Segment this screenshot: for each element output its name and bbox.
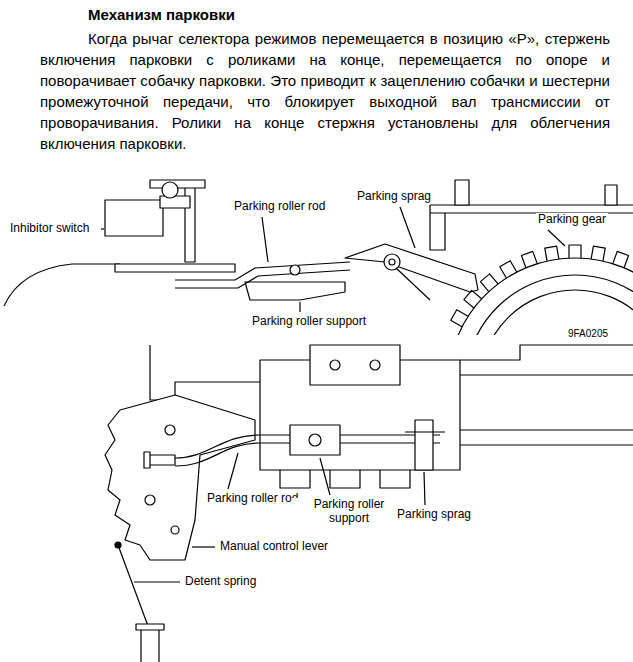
gear-tooth: [500, 261, 517, 278]
heading: Механизм парковки: [88, 6, 235, 24]
part-label: Detent spring: [183, 575, 258, 589]
gear-ring: [480, 290, 633, 335]
housing-outline: [150, 345, 260, 400]
leader-line: [262, 217, 268, 262]
hole: [145, 495, 155, 505]
leader-line: [134, 581, 180, 582]
part-label: Inhibitor switch: [8, 222, 91, 236]
bolt: [144, 452, 175, 468]
gear-tooth: [464, 290, 482, 308]
sprag-pivot: [384, 254, 400, 270]
housing-outline: [4, 264, 120, 306]
roller: [309, 434, 321, 446]
leader-line: [424, 472, 425, 505]
gear-tooth: [451, 310, 468, 327]
hole: [171, 526, 179, 534]
parking-gear: [448, 245, 633, 335]
part-label: Parking roller support: [250, 315, 368, 329]
bolt: [136, 624, 164, 662]
inhibitor-switch: [105, 200, 163, 236]
body-text: Когда рычаг селектора режимов перемещает…: [40, 28, 610, 154]
gear-tooth: [480, 274, 498, 292]
base-plate: [115, 264, 235, 272]
roller-support: [290, 425, 340, 455]
part-label: Parking sprag: [355, 190, 433, 204]
part-label: Parking sprag: [395, 508, 473, 522]
parking-sprag: [415, 420, 433, 470]
roller-support: [245, 282, 345, 300]
part-label: Manual control lever: [218, 540, 330, 554]
part-label: Parking roller rod: [232, 200, 327, 214]
roller: [290, 265, 300, 275]
bolt: [455, 180, 469, 205]
hole: [330, 360, 340, 370]
switch-knob: [162, 182, 178, 198]
gear-tooth: [521, 251, 537, 267]
housing-outline: [460, 345, 633, 445]
sprag-spring: [396, 268, 430, 300]
hole: [370, 360, 380, 370]
sprag-pivot: [389, 259, 395, 265]
manual-control-lever: [105, 395, 255, 560]
top-bracket: [430, 205, 633, 250]
leader-line: [548, 230, 565, 246]
part-label: Parking roller support: [292, 498, 406, 526]
gear-rim: [448, 258, 633, 335]
gear-ring: [465, 275, 633, 335]
valve-cylinder: [310, 345, 400, 385]
sprag-pin: [405, 431, 445, 432]
gear-tooth: [569, 245, 581, 258]
leader-line: [320, 458, 330, 495]
gear-tooth: [545, 246, 559, 261]
valve-body-boss: [280, 470, 410, 488]
gear-tooth: [613, 251, 629, 267]
gear-tooth: [591, 246, 605, 261]
detent-spring: [118, 545, 148, 626]
leader-line: [299, 302, 300, 312]
leader-line: [400, 207, 415, 248]
switch-shaft: [160, 196, 190, 208]
hole: [165, 425, 175, 435]
part-label: Parking gear: [536, 213, 608, 227]
figure-number: 9FA0205: [566, 328, 610, 340]
leader-line: [228, 453, 238, 489]
leader-line: [192, 546, 215, 547]
roller-rod: [175, 262, 350, 288]
part-label: Parking roller rod: [205, 492, 301, 506]
parking-sprag: [345, 244, 478, 292]
leader-line: [101, 228, 104, 229]
bolt: [605, 185, 617, 205]
